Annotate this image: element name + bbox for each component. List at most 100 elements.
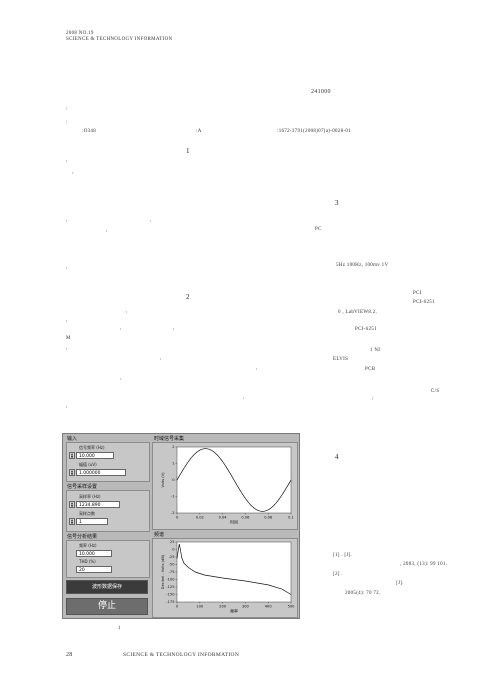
reference-1-b: , 2003, (13): 99 101.	[400, 562, 448, 567]
y-tick-label: -1	[171, 495, 175, 499]
labview-front-panel: 输入 信号频率 (Hz) ▲▼ 10.000 幅值 (uV) ▲▼ 1.0000…	[62, 433, 300, 619]
y-tick-label: 1	[172, 462, 174, 466]
plot-area	[176, 541, 292, 603]
reference-2-b: [J].	[396, 581, 404, 586]
spectrum-chart-title: 频谱	[154, 532, 165, 538]
meta-line-b: :	[66, 121, 68, 126]
y-axis-label: Volts (V)	[161, 472, 165, 488]
page-number: 28	[66, 652, 73, 658]
body-pci-6251: PCI-6251	[413, 300, 435, 305]
punct: ,	[256, 366, 258, 371]
sample-rate-spinner[interactable]: ▲▼	[69, 501, 75, 508]
thd-label: THD (%)	[79, 559, 96, 564]
punct: ,	[106, 228, 108, 233]
body-pcb: PCB	[365, 367, 376, 372]
body-pci: PCI	[413, 291, 422, 296]
punct: ,	[120, 326, 122, 331]
y-tick-label: 2	[172, 445, 174, 449]
y-tick-label: -150	[166, 593, 175, 597]
body-pc: PC	[315, 227, 322, 232]
input-group: 信号频率 (Hz) ▲▼ 10.000 幅值 (uV) ▲▼ 1.000000	[66, 442, 150, 482]
sample-points-input[interactable]: 1	[76, 518, 108, 525]
x-tick-label: 0.1	[288, 516, 294, 520]
reference-2-a: [2] .	[333, 572, 343, 577]
punct: ,	[66, 158, 68, 163]
footer-journal: SCIENCE & TECHNOLOGY INFORMATION	[123, 652, 240, 658]
frequency-result: 10.000	[76, 550, 112, 557]
x-axis-label: 频率	[230, 608, 238, 614]
punct: ,	[66, 404, 68, 409]
punct: ,	[160, 356, 162, 361]
classification: :O348	[82, 129, 96, 134]
punct: ,	[66, 265, 68, 270]
punct: ,	[66, 318, 68, 323]
stop-button[interactable]: 停止	[66, 598, 148, 615]
postcode: 241000	[311, 89, 331, 95]
body-ni: 1 NI	[370, 348, 381, 353]
meta-line-a: :	[66, 107, 68, 112]
header-journal: SCIENCE & TECHNOLOGY INFORMATION	[66, 37, 173, 42]
time-signal-trace	[176, 448, 292, 512]
body-freq-range: 5Hz 100Hz, 100mv 1V	[336, 263, 389, 268]
amplitude-spinner[interactable]: ▲▼	[69, 469, 75, 476]
frequency-result-label: 频率 (Hz)	[79, 543, 97, 548]
sample-points-spinner[interactable]: ▲▼	[69, 518, 75, 525]
signal-frequency-label: 信号频率 (Hz)	[79, 445, 105, 450]
body-m: M	[66, 336, 71, 341]
punct: ,	[72, 170, 74, 175]
x-tick-label: 0	[176, 516, 179, 520]
header-issue: 2008 NO.19	[66, 31, 94, 36]
body-labview: 0 , LabVIEW8.2,	[338, 310, 378, 315]
x-axis-label: 时间	[230, 519, 238, 525]
y-tick-label: -100	[166, 578, 175, 582]
y-tick-label: 0	[172, 548, 175, 552]
body-pci-6251-b: PCI-6251	[355, 327, 377, 332]
y-tick-label: -50	[169, 563, 176, 567]
punct: ,	[173, 326, 175, 331]
x-tick-label: 300	[242, 605, 250, 609]
sample-points-label: 采样点数	[79, 511, 95, 516]
x-tick-label: 200	[219, 605, 227, 609]
analysis-group-label: 信号分析结果	[67, 534, 98, 540]
time-chart-title: 时域信号采集	[154, 436, 185, 442]
punct: ,	[120, 376, 122, 381]
x-tick-label: 0.06	[241, 516, 250, 520]
section-3-heading: 3	[335, 199, 339, 207]
reference-1-a: [1] . [J].	[333, 553, 353, 558]
sample-rate-input[interactable]: 1234.890	[76, 501, 120, 508]
signal-frequency-input[interactable]: 10.000	[76, 452, 114, 459]
amplitude-label: 幅值 (uV)	[79, 462, 97, 467]
x-tick-label: 100	[196, 605, 204, 609]
sample-rate-label: 采样率 (Hz)	[79, 494, 101, 499]
section-1-heading: 1	[186, 147, 190, 155]
amplitude-input[interactable]: 1.000000	[76, 469, 126, 476]
time-domain-chart: 0 0.02 0.04 0.06 0.08 0.1 2 1 0 -1 -2 时间 Volts (V)	[161, 445, 294, 525]
sampling-group-label: 信号采样设置	[67, 484, 98, 490]
x-tick-label: 0	[176, 605, 179, 609]
punct: ,	[66, 218, 68, 223]
spectrum-trace	[176, 544, 292, 595]
section-2-heading: 2	[186, 293, 190, 301]
x-tick-label: 0.02	[196, 516, 204, 520]
body-slash: /	[372, 397, 374, 402]
document-code: :A	[196, 129, 202, 134]
y-tick-label: -125	[166, 585, 174, 589]
x-tick-label: 500	[288, 605, 296, 609]
y-tick-label: -175	[166, 600, 174, 604]
y-tick-label: 25	[170, 540, 175, 544]
x-tick-label: 0.04	[219, 516, 228, 520]
y-tick-label: 0	[172, 478, 175, 482]
punct: ,	[150, 218, 152, 223]
reference-2-c: 2005(4): 70 72.	[345, 591, 381, 596]
signal-frequency-spinner[interactable]: ▲▼	[69, 452, 75, 459]
save-waveform-button[interactable]: 波形数据保存	[66, 580, 148, 594]
y-tick-label: -2	[171, 511, 175, 515]
y-axis-label: Decibel - Volts (dB)	[161, 554, 165, 589]
section-4-heading: 4	[335, 453, 339, 461]
y-tick-label: -25	[169, 555, 175, 559]
x-tick-label: 0.08	[264, 516, 273, 520]
y-tick-label: -75	[169, 570, 175, 574]
body-cs: C/S	[431, 389, 440, 394]
